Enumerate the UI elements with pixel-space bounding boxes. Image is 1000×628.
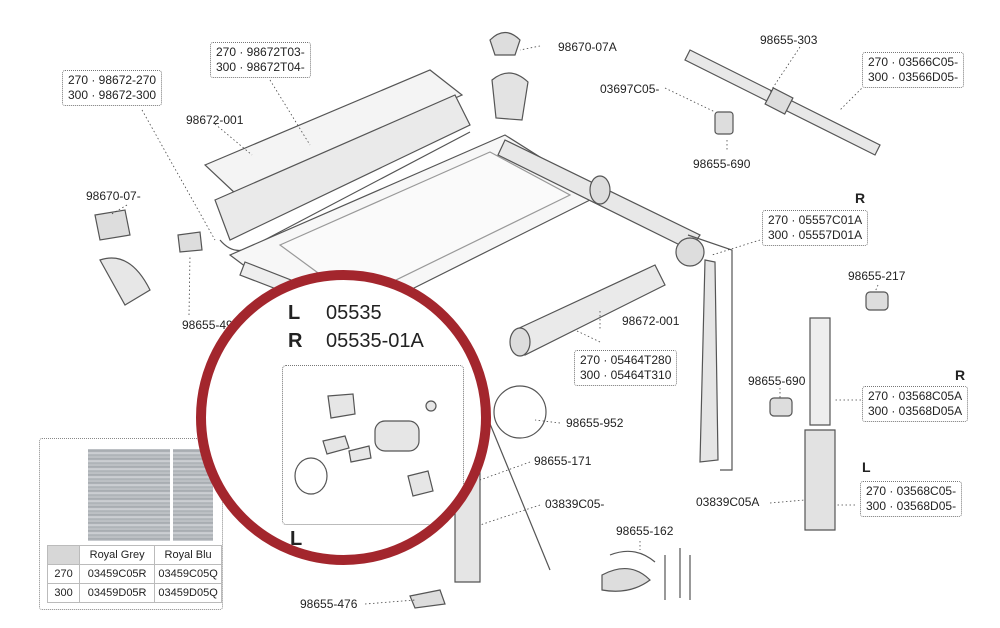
zoom-code-top: 05535 — [326, 302, 382, 324]
label-03568: 270 · 03568C05- 300 · 03568D05- — [860, 481, 963, 517]
label-98655-171: 98655-171 — [534, 454, 592, 468]
table-row: 300 03459D05R 03459D05Q — [46, 583, 222, 603]
swatch-royal-grey — [88, 449, 170, 541]
rafter-pole — [684, 49, 881, 156]
color-options-panel: Royal Grey Royal Blu 270 03459C05R 03459… — [39, 438, 223, 610]
label-98670-07A: 98670-07A — [558, 40, 617, 54]
label-03839C05A: 03839C05A — [696, 495, 760, 509]
label-98655-952: 98655-952 — [566, 416, 624, 430]
zoom-parts-drawing — [294, 393, 437, 497]
label-03566: 270 · 03566C05- 300 · 03566D05- — [862, 52, 965, 88]
table-cell: 03459D05Q — [154, 583, 222, 603]
end-cap-parts — [489, 31, 529, 121]
table-row: 270 03459C05R 03459C05Q — [46, 564, 222, 584]
label-98655-162: 98655-162 — [616, 524, 674, 538]
table-cell: 03459C05R — [79, 564, 156, 584]
zoom-parts-box — [282, 365, 464, 525]
label-98672T: 270 · 98672T03- 300 · 98672T04- — [210, 42, 311, 78]
clip-part — [714, 111, 734, 135]
zoom-side-l-top: L — [288, 302, 301, 324]
table-cell: 03459C05Q — [154, 564, 222, 584]
awning-case-front — [203, 69, 471, 251]
table-header-cell: Royal Blu — [154, 545, 222, 565]
wall-bracket — [409, 589, 446, 609]
color-code-table: Royal Grey Royal Blu 270 03459C05R 03459… — [46, 545, 222, 603]
bracket-part-2 — [769, 397, 793, 417]
zoom-detail-circle: L 05535 R 05535-01A L 270 · 05557 — [196, 270, 491, 565]
zoom-side-l: L — [290, 528, 303, 550]
table-header-cell — [46, 545, 81, 565]
table-cell: 03459D05R — [79, 583, 156, 603]
front-profile — [509, 264, 666, 357]
detail-circle — [493, 385, 547, 439]
label-98672-270: 270 · 98672-270 300 · 98672-300 — [62, 70, 163, 106]
label-98655-476: 98655-476 — [300, 597, 358, 611]
table-header-row: Royal Grey Royal Blu — [46, 545, 222, 565]
table-header-cell: Royal Grey — [79, 545, 156, 565]
zoom-side-r: R — [288, 330, 303, 352]
standalone-leg — [804, 317, 836, 531]
table-cell: 270 — [46, 564, 81, 584]
support-leg-right — [675, 234, 733, 471]
label-98672-001-bottom: 98672-001 — [622, 314, 680, 328]
label-98672-001-top: 98672-001 — [186, 113, 244, 127]
pegs-straps — [601, 548, 691, 600]
side-label-r-top: R — [855, 190, 866, 206]
label-98655-303: 98655-303 — [760, 33, 818, 47]
zoom-code-r: 05535-01A — [326, 330, 424, 352]
label-05557: 270 · 05557C01A 300 · 05557D01A — [762, 210, 869, 246]
roller-tube — [497, 139, 701, 251]
label-05464: 270 · 05464T280 300 · 05464T310 — [574, 350, 678, 386]
label-98655-690-mid: 98655-690 — [748, 374, 806, 388]
label-03568A: 270 · 03568C05A 300 · 03568D05A — [862, 386, 969, 422]
label-98655-690-top: 98655-690 — [693, 157, 751, 171]
table-cell: 300 — [46, 583, 81, 603]
left-end-cap-parts — [94, 209, 203, 306]
label-03839C05: 03839C05- — [545, 497, 605, 511]
side-label-r-mid: R — [955, 367, 966, 383]
label-03697C05: 03697C05- — [600, 82, 660, 96]
label-98670-07: 98670-07- — [86, 189, 141, 203]
label-98655-217: 98655-217 — [848, 269, 906, 283]
side-label-l: L — [862, 459, 871, 475]
bracket-part — [865, 291, 889, 311]
